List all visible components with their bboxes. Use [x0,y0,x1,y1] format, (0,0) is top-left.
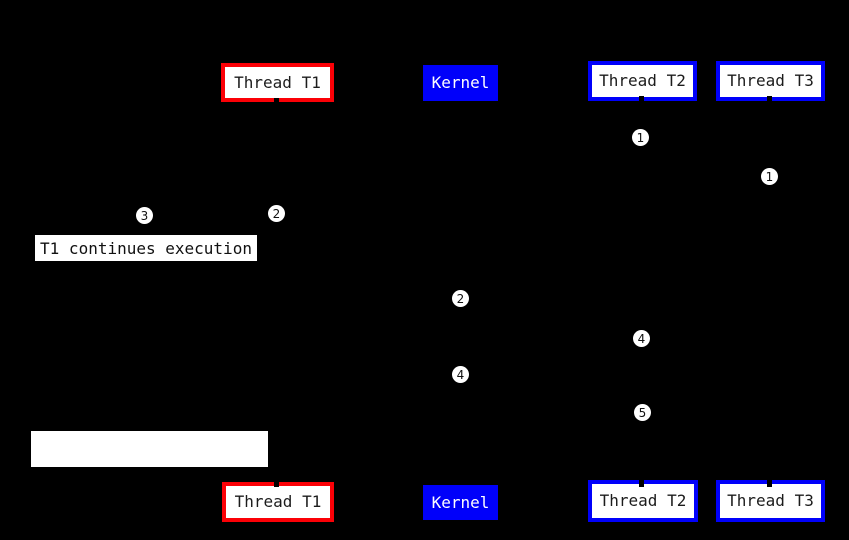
note-t1-continues-execution: T1 continues execution [35,235,257,261]
step-marker-2-kernel: 2 [452,290,469,307]
blank-label-box [31,431,268,467]
step-marker-4-t2: 4 [633,330,650,347]
timeline-line-t1 [274,98,279,487]
step-marker-1-t3: 1 [761,168,778,185]
kernel-box-top: Kernel [423,65,498,101]
thread-t3-box-top: Thread T3 [716,61,825,101]
step-marker-2-t1: 2 [268,205,285,222]
step-marker-4-kernel: 4 [452,366,469,383]
thread-t1-box-bottom: Thread T1 [222,482,334,522]
timeline-line-t3 [767,96,772,487]
step-marker-1-t2: 1 [632,129,649,146]
thread-t1-box-top: Thread T1 [221,63,334,102]
thread-t2-box-top: Thread T2 [588,61,697,101]
timeline-line-t2 [639,96,644,487]
step-marker-5-t2: 5 [634,404,651,421]
kernel-box-bottom: Kernel [423,485,498,520]
step-marker-3-t1: 3 [136,207,153,224]
